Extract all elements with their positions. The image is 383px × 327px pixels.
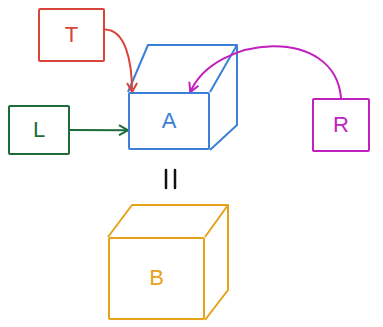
t-box: T bbox=[38, 8, 105, 62]
node-letter: T bbox=[65, 23, 78, 47]
arrow-connector bbox=[70, 129, 128, 131]
cube-b-outline bbox=[108, 205, 228, 320]
node-letter: L bbox=[33, 118, 45, 142]
arrow-connector bbox=[105, 30, 132, 92]
node-letter: A bbox=[162, 109, 177, 133]
l-box: L bbox=[8, 105, 70, 155]
b-cube-face: B bbox=[108, 237, 205, 320]
r-box: R bbox=[312, 98, 370, 152]
a-cube-face: A bbox=[128, 92, 210, 150]
node-letter: R bbox=[333, 113, 349, 137]
equals-symbol bbox=[166, 170, 175, 188]
node-letter: B bbox=[149, 266, 164, 290]
arrow-connector bbox=[190, 46, 341, 98]
